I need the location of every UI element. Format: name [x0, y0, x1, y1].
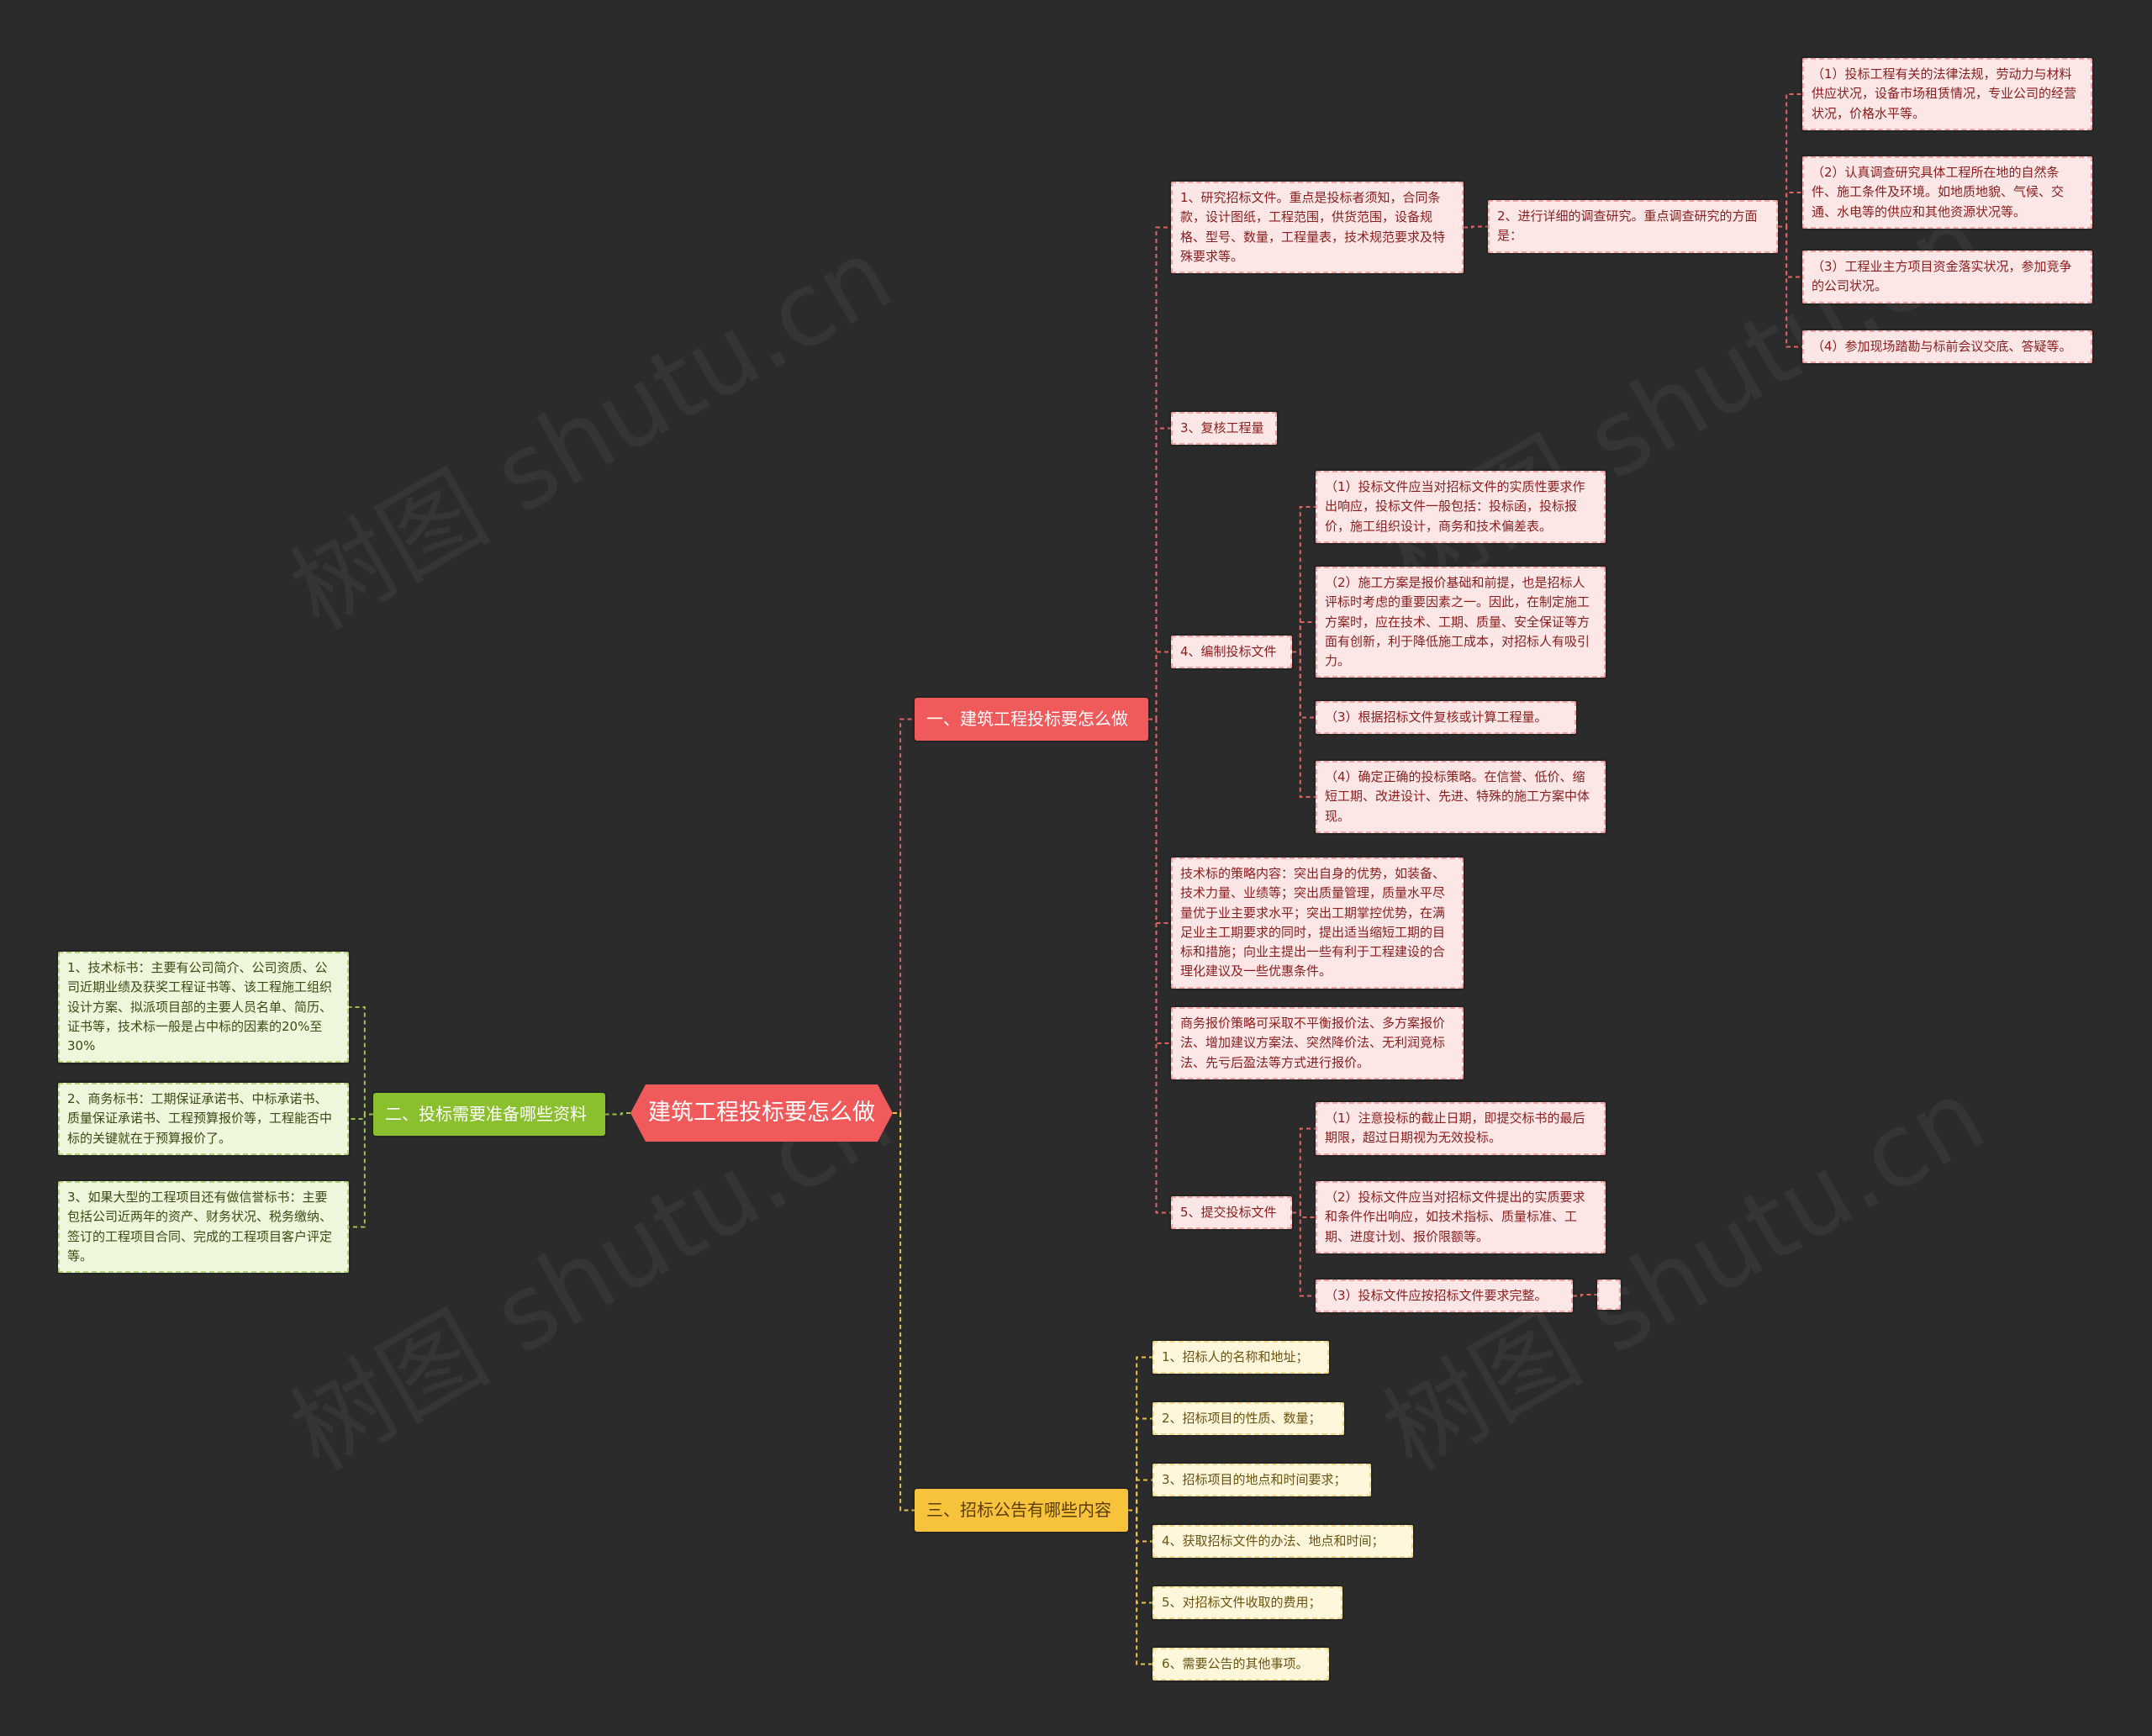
connector-line — [1148, 718, 1171, 924]
connector-line — [1292, 506, 1316, 653]
connector-line — [1128, 1356, 1152, 1512]
notice-item[interactable]: 3、招标项目的地点和时间要求； — [1152, 1464, 1371, 1497]
connector-line — [1292, 651, 1316, 798]
compile-item[interactable]: （4）确定正确的投标策略。在信誉、低价、缩短工期、改进设计、先进、特殊的施工方案… — [1316, 761, 1606, 833]
connector-line — [1148, 718, 1171, 1044]
connector-line — [1778, 192, 1802, 228]
compile-bid-docs[interactable]: 4、编制投标文件 — [1171, 636, 1292, 669]
compile-item[interactable]: （3）根据招标文件复核或计算工程量。 — [1316, 701, 1576, 735]
notice-item[interactable]: 4、获取招标文件的办法、地点和时间； — [1152, 1525, 1413, 1559]
survey-item[interactable]: （2）认真调查研究具体工程所在地的自然条件、施工条件及环境。如地质地貌、气候、交… — [1802, 156, 2092, 229]
technical-strategy[interactable]: 技术标的策略内容：突出自身的优势，如装备、技术力量、业绩等；突出质量管理，质量水… — [1171, 857, 1464, 989]
connector-line — [1148, 226, 1171, 720]
connector-line — [1128, 1417, 1152, 1512]
branch-how-to-bid[interactable]: 一、建筑工程投标要怎么做 — [915, 698, 1148, 741]
connector-line — [605, 1112, 630, 1116]
submit-item-empty[interactable] — [1597, 1280, 1621, 1310]
research-tender-docs[interactable]: 1、研究招标文件。重点是投标者须知，合同条款，设计图纸，工程范围，供货范围，设备… — [1171, 182, 1464, 273]
submit-bid-docs[interactable]: 5、提交投标文件 — [1171, 1196, 1292, 1230]
commercial-strategy[interactable]: 商务报价策略可采取不平衡报价法、多方案报价法、增加建议方案法、突然降价法、无利润… — [1171, 1007, 1464, 1079]
submit-item[interactable]: （3）投标文件应按招标文件要求完整。 — [1316, 1280, 1573, 1313]
connector-line — [349, 1113, 373, 1228]
root-topic[interactable]: 建筑工程投标要怎么做 — [630, 1084, 893, 1142]
connector-line — [1128, 1509, 1152, 1665]
connector-line — [349, 1006, 373, 1116]
survey-item[interactable]: （1）投标工程有关的法律法规，劳动力与材料供应状况，设备市场租赁情况，专业公司的… — [1802, 58, 2092, 130]
detailed-survey[interactable]: 2、进行详细的调查研究。重点调查研究的方面是： — [1488, 200, 1778, 253]
commercial-bid-book[interactable]: 2、商务标书：工期保证承诺书、中标承诺书、质量保证承诺书、工程预算报价等，工程能… — [58, 1083, 349, 1155]
technical-bid-book[interactable]: 1、技术标书：主要有公司简介、公司资质、公司近期业绩及获奖工程证书等、该工程施工… — [58, 952, 349, 1063]
connector-line — [1778, 225, 1802, 278]
connector-line — [1148, 651, 1171, 720]
compile-item[interactable]: （1）投标文件应当对招标文件的实质性要求作出响应，投标文件一般包括：投标函，投标… — [1316, 471, 1606, 543]
branch-tender-notice[interactable]: 三、招标公告有哪些内容 — [915, 1489, 1128, 1532]
connector-line — [893, 718, 915, 1114]
survey-item[interactable]: （4）参加现场踏勘与标前会议交底、答疑等。 — [1802, 330, 2092, 364]
branch-bid-materials[interactable]: 二、投标需要准备哪些资料 — [373, 1093, 605, 1136]
connector-line — [893, 1112, 915, 1512]
connector-line — [1292, 651, 1316, 719]
connector-line — [1292, 1211, 1316, 1297]
notice-item[interactable]: 6、需要公告的其他事项。 — [1152, 1648, 1329, 1681]
connector-line — [1573, 1294, 1597, 1297]
notice-item[interactable]: 2、招标项目的性质、数量； — [1152, 1402, 1344, 1436]
notice-item[interactable]: 1、招标人的名称和地址； — [1152, 1341, 1329, 1375]
credit-bid-book[interactable]: 3、如果大型的工程项目还有做信誉标书：主要包括公司近两年的资产、财务状况、税务缴… — [58, 1181, 349, 1273]
connector-line — [1148, 718, 1171, 1214]
connector-line — [1128, 1509, 1152, 1604]
connector-line — [1778, 93, 1802, 228]
survey-item[interactable]: （3）工程业主方项目资金落实状况，参加竞争的公司状况。 — [1802, 251, 2092, 303]
submit-item[interactable]: （2）投标文件应当对招标文件提出的实质要求和条件作出响应，如技术指标、质量标准、… — [1316, 1181, 1606, 1253]
connector-line — [1148, 427, 1171, 720]
connector-line — [1778, 225, 1802, 348]
submit-item[interactable]: （1）注意投标的截止日期，即提交标书的最后期限，超过日期视为无效投标。 — [1316, 1102, 1606, 1155]
connector-line — [1464, 225, 1488, 229]
connector-line — [1128, 1479, 1152, 1512]
compile-item[interactable]: （2）施工方案是报价基础和前提，也是招标人评标时考虑的重要因素之一。因此，在制定… — [1316, 567, 1606, 678]
review-quantities[interactable]: 3、复核工程量 — [1171, 412, 1277, 446]
connector-line — [1128, 1509, 1152, 1543]
connector-line — [1292, 1127, 1316, 1214]
notice-item[interactable]: 5、对招标文件收取的费用； — [1152, 1586, 1342, 1620]
connector-line — [1292, 621, 1316, 653]
